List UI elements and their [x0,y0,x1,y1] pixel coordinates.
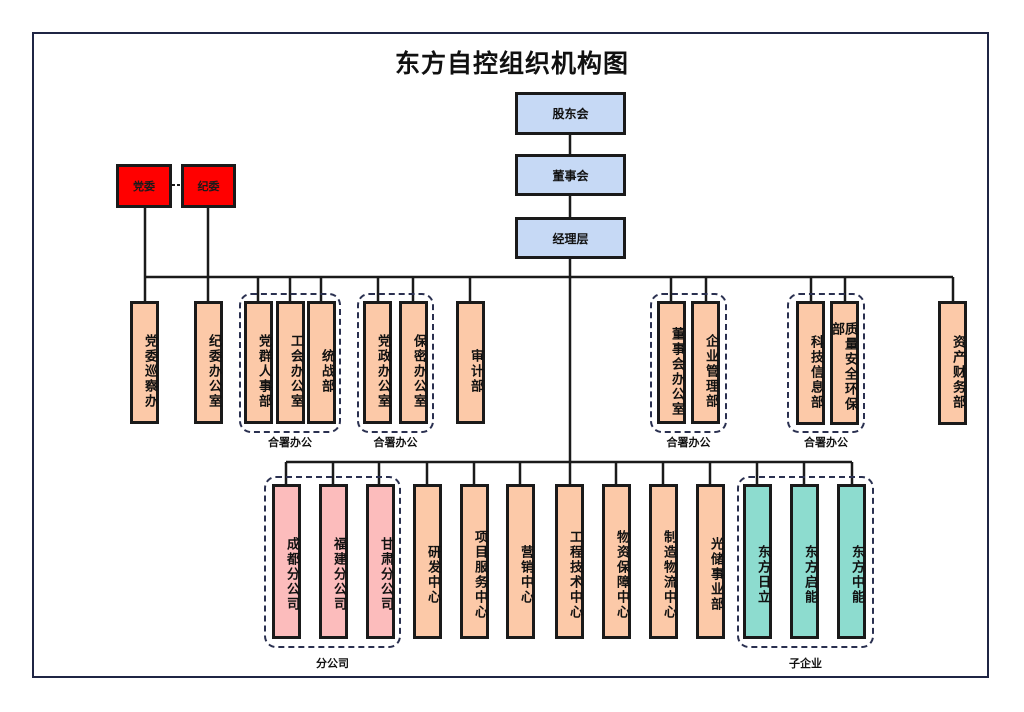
branch-box[interactable]: 甘肃分公司 [366,484,395,639]
center-box[interactable]: 光储事业部 [696,484,725,639]
dept-box[interactable]: 审计部 [456,301,485,424]
group-branches [264,476,401,648]
group-label: 合署办公 [666,436,711,449]
branch-box[interactable]: 成都分公司 [272,484,301,639]
subsidiary-box[interactable]: 东方启能 [790,484,819,639]
group-label: 合署办公 [373,436,418,449]
party-committee[interactable]: 党委 [116,164,172,208]
dept-box[interactable]: 保密办公室 [399,301,428,424]
dept-box[interactable]: 企业管理部 [691,301,720,424]
group-joint-office-4 [787,293,865,433]
group-joint-office-3 [650,293,727,433]
dept-box[interactable]: 董事会办公室 [657,301,686,424]
group-label: 合署办公 [804,436,848,449]
group-joint-office-1 [239,293,341,433]
dept-box[interactable]: 质量安全环保部 [829,301,859,425]
center-box[interactable]: 项目服务中心 [460,484,489,639]
governance-management[interactable]: 经理层 [515,217,626,259]
group-label: 合署办公 [268,436,312,449]
dept-box[interactable]: 统战部 [307,301,336,424]
governance-shareholders[interactable]: 股东会 [515,92,626,135]
dept-box[interactable]: 资产财务部 [938,301,967,425]
dept-box[interactable]: 科技信息部 [796,301,825,425]
group-label: 子企业 [789,657,822,670]
subsidiary-box[interactable]: 东方中能 [837,484,866,639]
center-box[interactable]: 制造物流中心 [649,484,678,639]
group-subsidiaries [737,476,874,648]
dept-box[interactable]: 党政办公室 [363,301,392,424]
chart-title: 东方自控组织机构图 [394,49,629,78]
group-label: 分公司 [316,657,349,670]
chart-frame [32,32,989,678]
subsidiary-box[interactable]: 东方日立 [743,484,772,639]
governance-board[interactable]: 董事会 [515,154,626,196]
dept-box[interactable]: 党群人事部 [244,301,273,424]
center-box[interactable]: 物资保障中心 [602,484,631,639]
discipline-committee[interactable]: 纪委 [181,164,236,208]
dept-box[interactable]: 工会办公室 [276,301,305,424]
center-box[interactable]: 研发中心 [413,484,442,639]
dept-box[interactable]: 纪委办公室 [194,301,223,424]
branch-box[interactable]: 福建分公司 [319,484,348,639]
center-box[interactable]: 营销中心 [506,484,535,639]
dept-box[interactable]: 党委巡察办 [130,301,159,424]
center-box[interactable]: 工程技术中心 [555,484,584,639]
group-joint-office-2 [357,293,434,433]
